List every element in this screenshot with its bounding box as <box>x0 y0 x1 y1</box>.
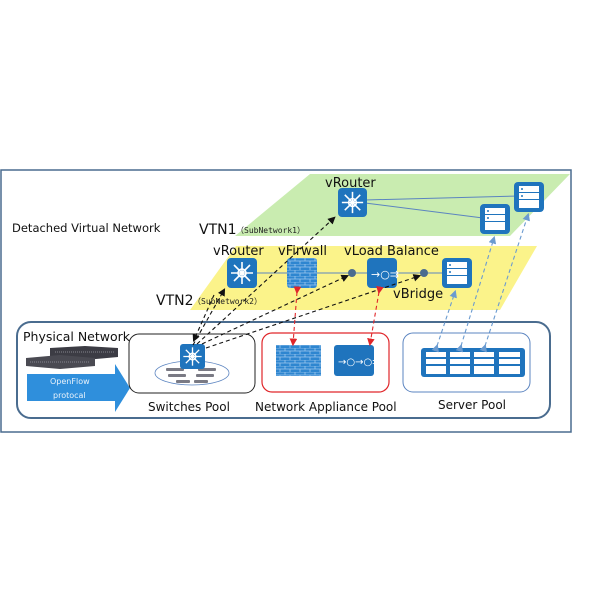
switches-pool-label: Switches Pool <box>148 400 230 414</box>
map-server-vtn1-b <box>479 212 530 353</box>
server-pool-label: Server Pool <box>438 398 506 412</box>
map-switch-vtn1-router <box>196 216 336 345</box>
appliance-pool-box <box>261 332 390 393</box>
switch-hardware-icon <box>26 346 118 369</box>
map-switch-port2 <box>205 274 422 349</box>
server-pool-rack-icon <box>421 348 525 377</box>
vtn1-sublabel: （SubNetwork1） <box>236 226 305 235</box>
switches-pool-box <box>128 333 256 394</box>
appliance-pool-label: Network Appliance Pool <box>255 400 397 414</box>
vtn1-server-icon-1 <box>514 182 544 212</box>
vtn2-bridge-label: vBridge <box>393 287 443 302</box>
vtn1-label: VTN1 <box>199 222 237 238</box>
map-switch-port1 <box>201 274 349 345</box>
vtn2-router-label: vRouter <box>213 244 264 259</box>
map-server-vtn2 <box>431 289 457 353</box>
vtn1-router-icon <box>338 188 367 217</box>
vtn2-sublabel: （SubNetwork2） <box>193 297 262 306</box>
appliance-firewall-icon <box>276 345 321 376</box>
vtn1-server-icon-2 <box>480 204 510 234</box>
outer-frame <box>0 169 572 433</box>
vtn2-label: VTN2 <box>156 293 194 309</box>
vtn2-firewall-icon <box>287 258 317 288</box>
openflow-arrow <box>27 364 130 412</box>
openflow-text-line2: protocal <box>53 391 86 400</box>
map-firewall <box>289 286 302 347</box>
vtn2-router-icon <box>227 258 257 288</box>
openflow-text-line1: OpenFlow <box>50 377 90 386</box>
vtn1-router-label: vRouter <box>325 176 376 191</box>
diagram-title: Detached Virtual Network <box>12 221 161 235</box>
physical-network-label: Physical Network <box>23 329 131 344</box>
switches-pool-router-icon <box>180 344 205 369</box>
svg-text:→○⇉: →○⇉ <box>371 268 399 281</box>
vtn2-port-2 <box>420 269 428 277</box>
map-loadbalancer <box>367 285 384 347</box>
vtn1-link-2 <box>364 202 484 219</box>
vtn2-port-1 <box>348 269 356 277</box>
svg-text:→○→○⇉: →○→○⇉ <box>338 357 381 368</box>
vtn2-firewall-label: vFirwall <box>278 244 327 259</box>
vtn1-link-1 <box>364 195 521 201</box>
appliance-loadbalancer-icon: →○→○⇉ <box>334 345 381 376</box>
vtn2-loadbalancer-icon: →○⇉ <box>367 258 399 288</box>
vtn2-loadbalancer-label: vLoad Balance <box>344 244 439 259</box>
map-vtn2-router-switch <box>192 294 215 343</box>
vtn2-server-icon <box>442 258 472 288</box>
